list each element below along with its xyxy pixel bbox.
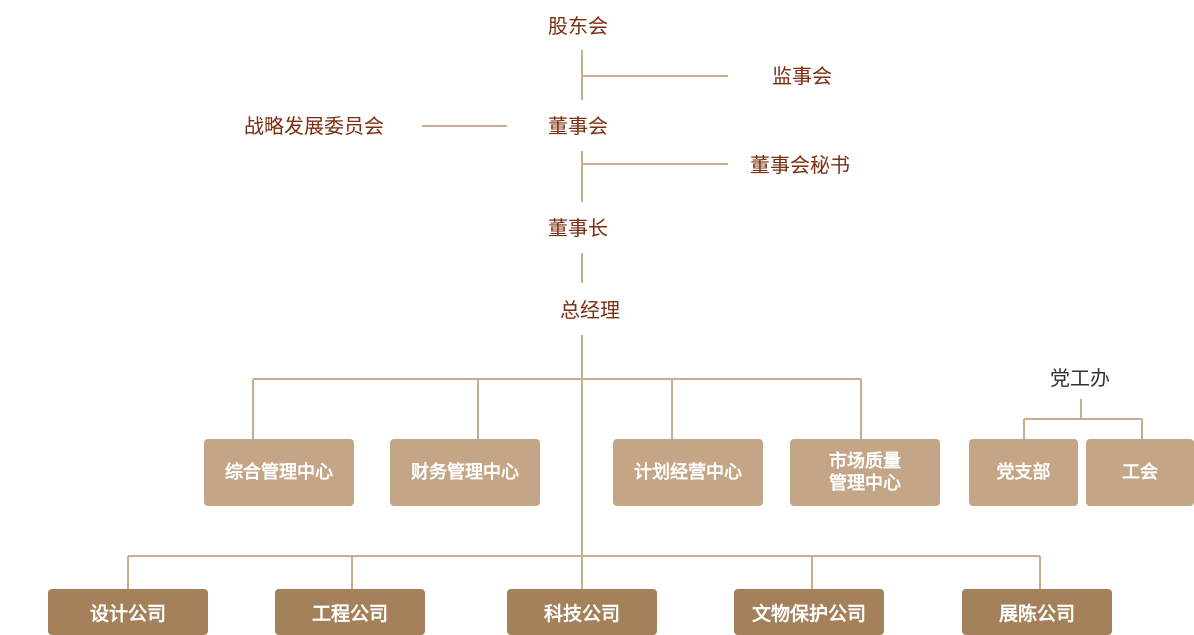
center-label-line2: 管理中心 <box>829 472 901 494</box>
center-label: 计划经营中心 <box>634 461 742 483</box>
center-box-planning: 计划经营中心 <box>613 439 763 506</box>
board-node: 董事会 <box>548 114 608 138</box>
center-box-finance: 财务管理中心 <box>390 439 540 506</box>
center-box-general-management: 综合管理中心 <box>204 439 354 506</box>
shareholders-node: 股东会 <box>548 14 608 38</box>
general-manager-node: 总经理 <box>560 298 620 322</box>
party-branch-label: 党支部 <box>996 461 1051 483</box>
center-label: 综合管理中心 <box>225 461 333 483</box>
board-secretary-node: 董事会秘书 <box>750 153 850 177</box>
company-label: 设计公司 <box>89 602 166 625</box>
party-office-node: 党工办 <box>1050 366 1110 390</box>
company-box-engineering: 工程公司 <box>275 589 425 635</box>
company-label: 科技公司 <box>543 602 620 625</box>
union-label: 工会 <box>1122 461 1158 483</box>
company-box-exhibition: 展陈公司 <box>962 589 1112 635</box>
company-box-heritage-protection: 文物保护公司 <box>734 589 884 635</box>
chairman-node: 董事长 <box>548 216 608 240</box>
union-box: 工会 <box>1086 439 1194 506</box>
company-box-design: 设计公司 <box>48 589 208 635</box>
party-branch-box: 党支部 <box>969 439 1078 506</box>
center-label-line1: 市场质量 <box>829 450 901 472</box>
center-label: 财务管理中心 <box>411 461 519 483</box>
company-label: 展陈公司 <box>998 602 1075 625</box>
company-box-technology: 科技公司 <box>507 589 657 635</box>
center-box-market-quality: 市场质量 管理中心 <box>790 439 940 506</box>
supervisors-node: 监事会 <box>772 64 832 88</box>
company-label: 文物保护公司 <box>751 602 866 625</box>
strategy-committee-node: 战略发展委员会 <box>244 114 384 138</box>
company-label: 工程公司 <box>311 602 388 625</box>
